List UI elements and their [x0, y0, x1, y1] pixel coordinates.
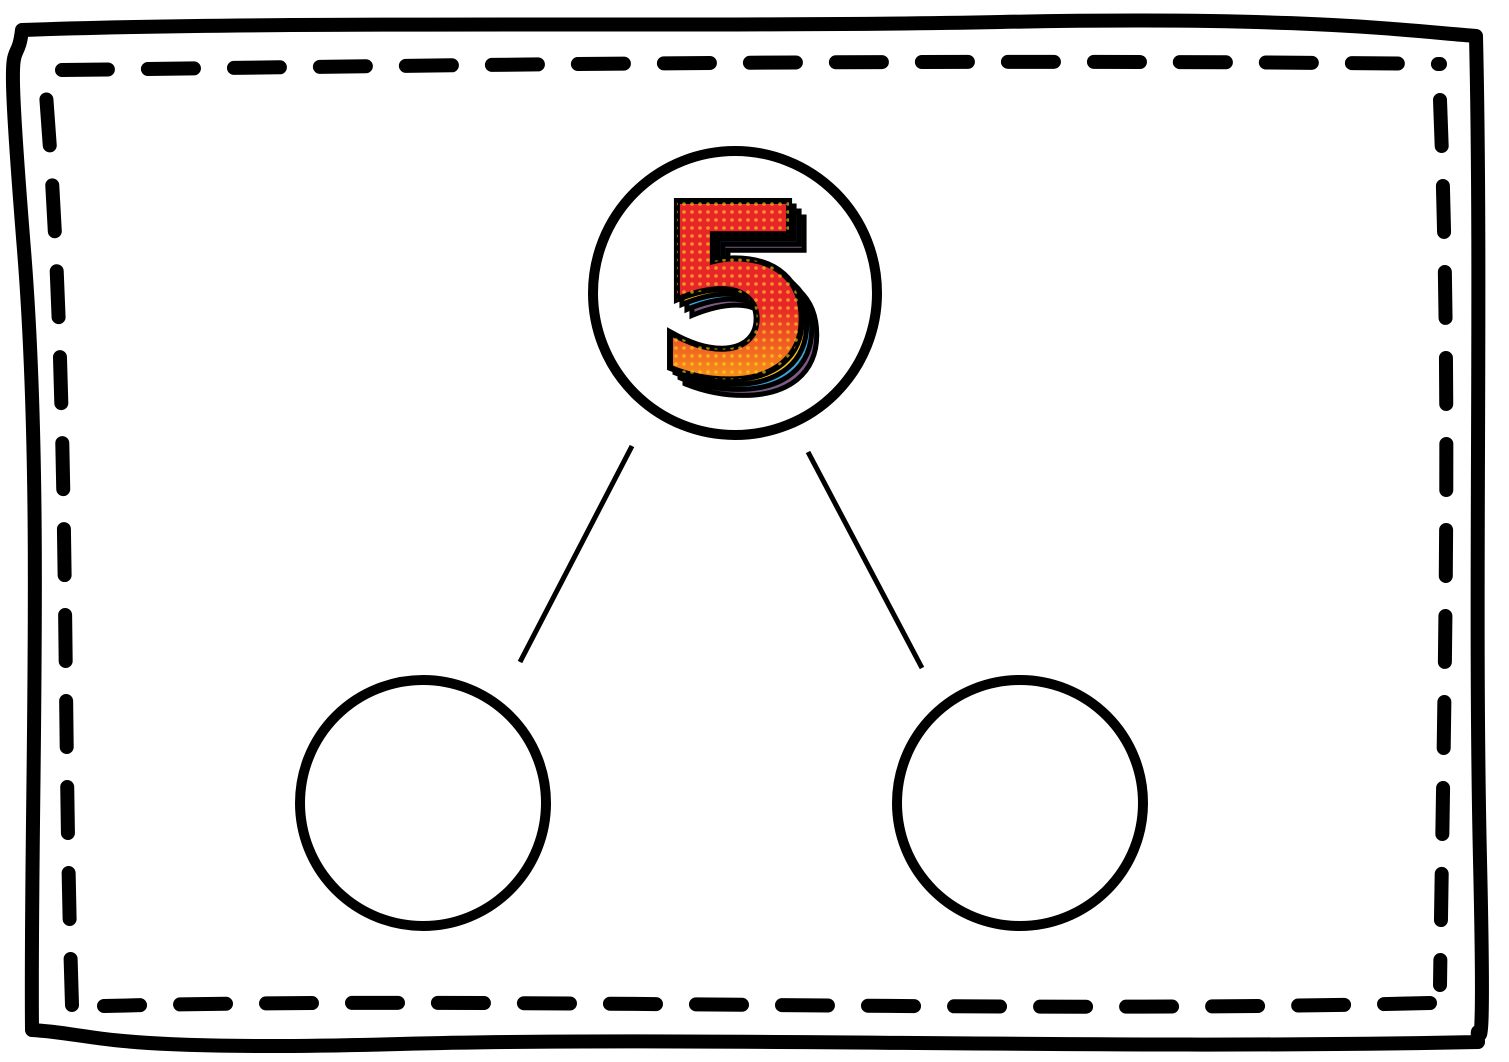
connector-right — [808, 452, 922, 668]
left-part-circle[interactable] — [300, 680, 546, 926]
right-part-circle[interactable] — [897, 680, 1143, 926]
svg-text:5: 5 — [652, 153, 819, 433]
comic-number-five-icon: 5 5 5 5 5 5 — [652, 153, 834, 449]
connector-left — [520, 446, 632, 662]
whole-circle: 5 5 5 5 5 5 — [593, 151, 877, 449]
